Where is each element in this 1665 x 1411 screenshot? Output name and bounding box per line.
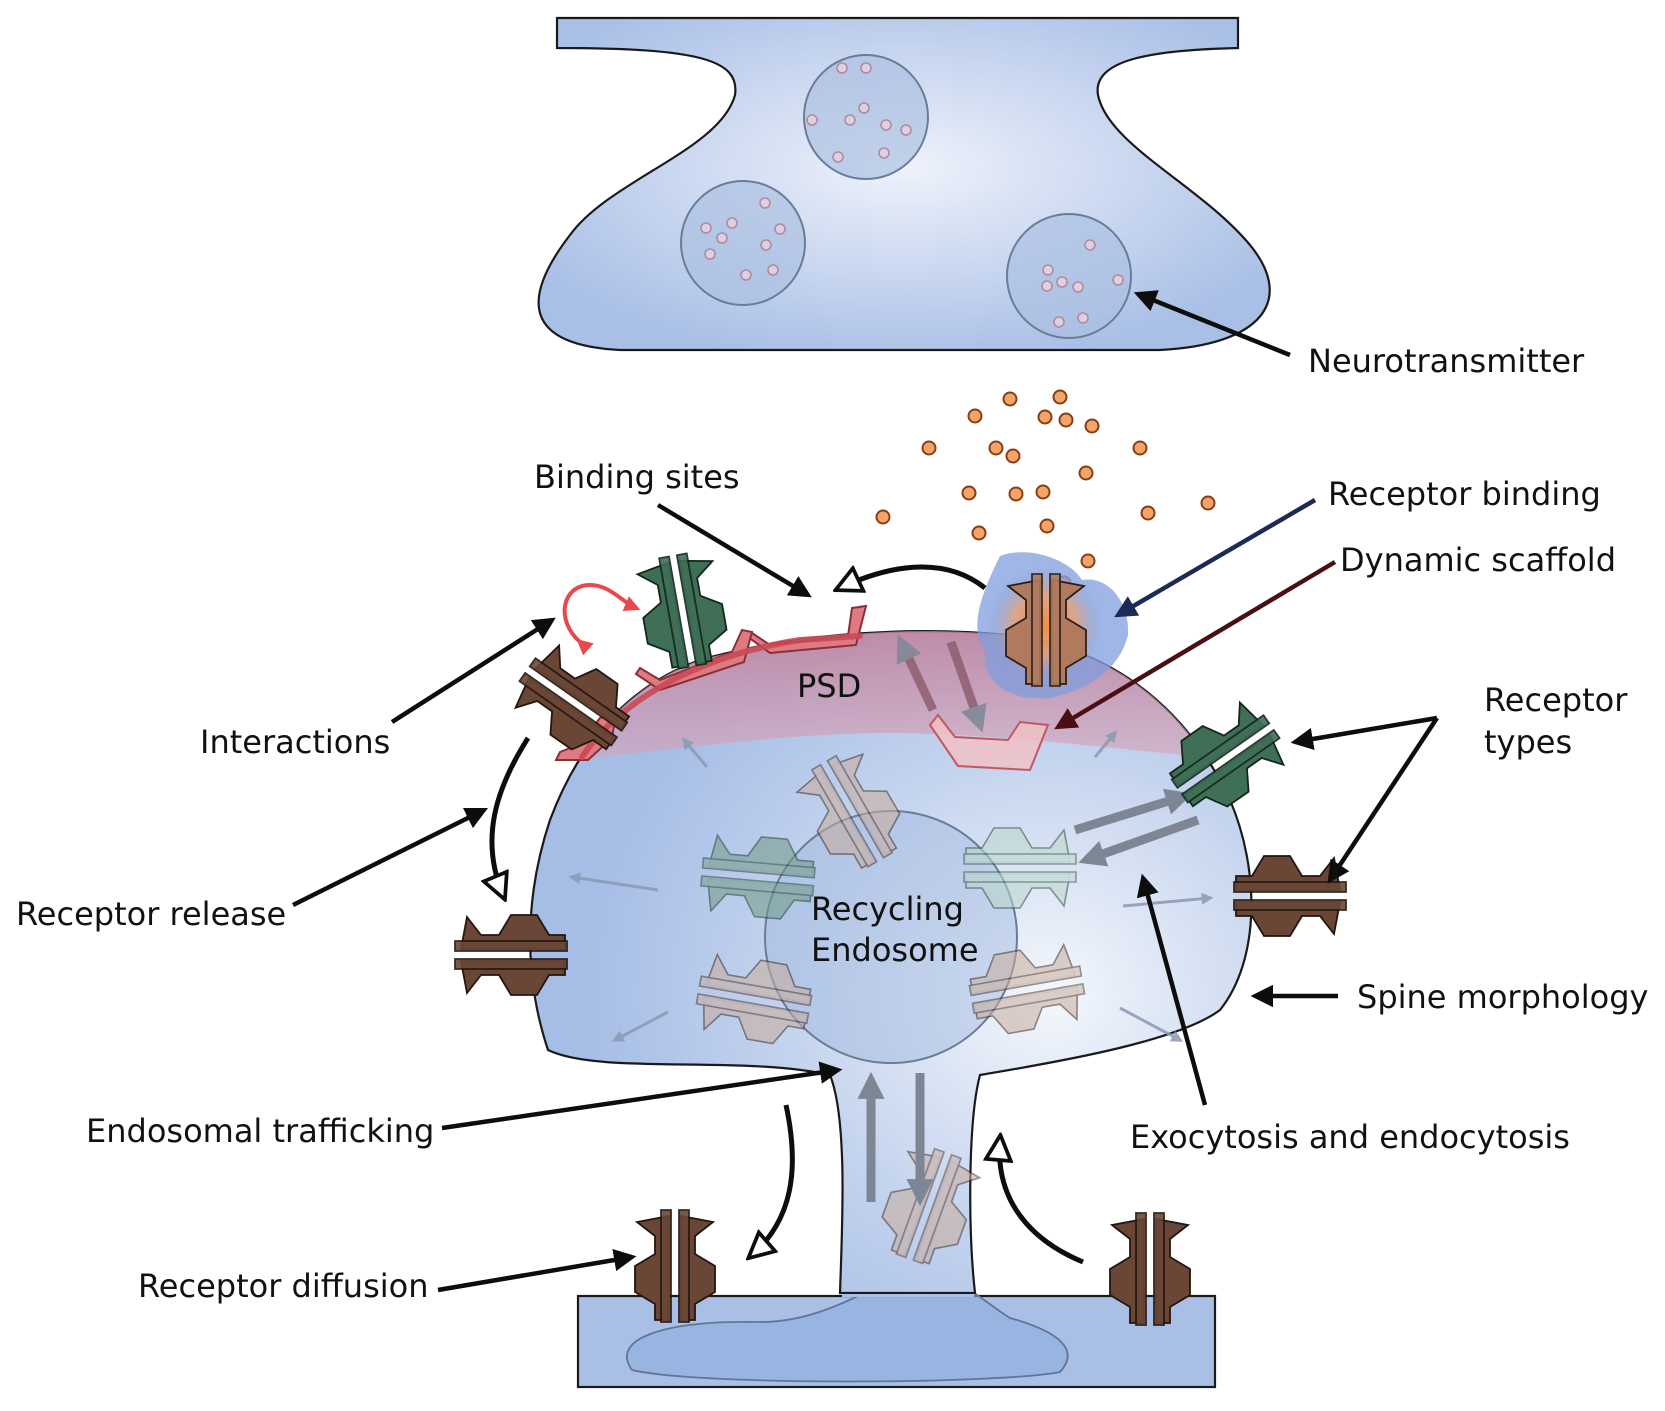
label-endosome: Endosome bbox=[811, 931, 979, 969]
endocytosis-arrow bbox=[1078, 815, 1200, 867]
exocytosis-arrow bbox=[1073, 788, 1193, 835]
label-spine-morphology: Spine morphology bbox=[1357, 978, 1648, 1016]
label-exocytosis-endocytosis: Exocytosis and endocytosis bbox=[1130, 1118, 1570, 1156]
label-receptor-types-2: types bbox=[1484, 723, 1572, 761]
label-endosomal-trafficking: Endosomal trafficking bbox=[86, 1112, 434, 1150]
interactions-pointer bbox=[390, 617, 556, 724]
label-neurotransmitter: Neurotransmitter bbox=[1308, 342, 1585, 380]
synaptic-vesicle bbox=[1006, 213, 1132, 339]
dynamic-scaffold-pointer bbox=[1054, 560, 1337, 730]
neurotransmitter-pointer bbox=[1133, 290, 1291, 358]
neurotransmitter-molecules bbox=[875, 389, 1216, 591]
binding-sites-pointer bbox=[656, 503, 812, 598]
receptor-types-pointer-b bbox=[1327, 716, 1439, 884]
label-binding-sites: Binding sites bbox=[534, 458, 740, 496]
receptor-diffusion-pointer bbox=[437, 1248, 637, 1293]
exocytosis-endocytosis-pointer bbox=[1136, 873, 1208, 1106]
label-interactions: Interactions bbox=[200, 723, 390, 761]
label-receptor-binding: Receptor binding bbox=[1328, 475, 1601, 513]
label-recycling: Recycling bbox=[811, 890, 964, 928]
endosomal-trafficking-pointer bbox=[441, 1061, 843, 1131]
dynamic-scaffold bbox=[928, 713, 1050, 772]
receptor-release-curved-arrow bbox=[492, 736, 531, 895]
label-psd: PSD bbox=[797, 667, 861, 705]
internal-trafficking-arrows bbox=[568, 730, 1214, 1042]
synaptic-vesicle bbox=[680, 180, 806, 306]
label-receptor-types-1: Receptor bbox=[1484, 681, 1628, 719]
binding-sites-trafficking-arrow bbox=[840, 564, 987, 588]
shaft-endosome bbox=[626, 1271, 1069, 1383]
label-receptor-release: Receptor release bbox=[16, 895, 286, 933]
receptor-binding-pointer bbox=[1114, 498, 1317, 618]
synaptic-vesicle bbox=[803, 54, 929, 180]
psd-exchange-arrow-up bbox=[896, 634, 938, 712]
label-dynamic-scaffold: Dynamic scaffold bbox=[1340, 541, 1616, 579]
receptor-release-pointer bbox=[291, 807, 489, 908]
receptor-types-pointer-a bbox=[1290, 715, 1438, 751]
label-receptor-diffusion: Receptor diffusion bbox=[138, 1267, 428, 1305]
diffusion-right-curved-arrow bbox=[1000, 1140, 1084, 1265]
diffusion-left-curved-arrow bbox=[752, 1104, 795, 1255]
psd-exchange-arrow-down bbox=[946, 640, 987, 733]
interactions-red-arrow bbox=[562, 582, 641, 656]
